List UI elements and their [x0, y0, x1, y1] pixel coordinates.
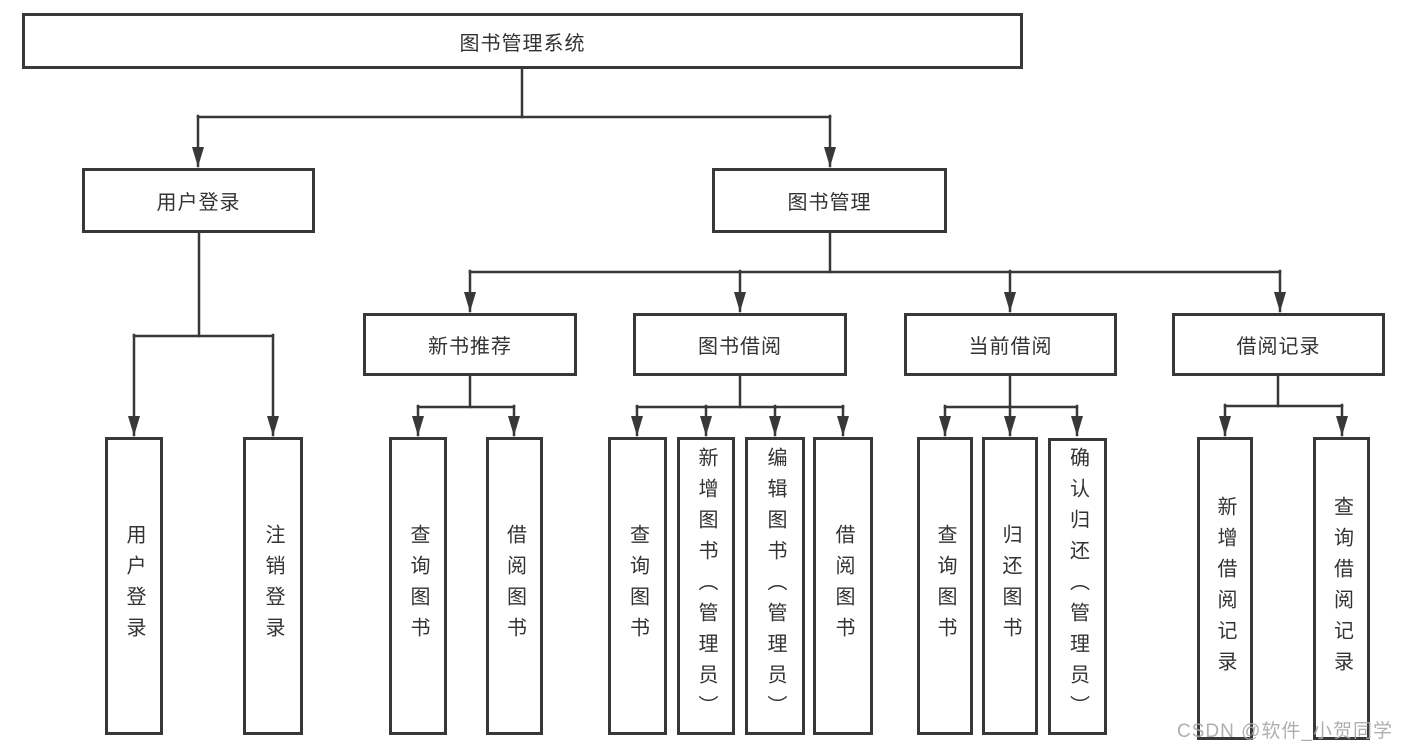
- leaf-query-books-borrowing: 查询图书: [608, 437, 667, 735]
- leaf-query-borrow-record: 查询借阅记录: [1313, 437, 1370, 740]
- leaf-add-borrow-record: 新增借阅记录: [1197, 437, 1253, 740]
- node-book-management: 图书管理: [712, 168, 947, 233]
- node-user-login: 用户登录: [82, 168, 315, 233]
- leaf-confirm-return-admin: 确认归还（管理员）: [1048, 438, 1107, 735]
- node-current-borrowing: 当前借阅: [904, 313, 1117, 376]
- leaf-add-books-admin: 新增图书（管理员）: [677, 437, 735, 735]
- leaf-logout: 注销登录: [243, 437, 303, 735]
- node-new-book-recommend: 新书推荐: [363, 313, 577, 376]
- node-root-library-system: 图书管理系统: [22, 13, 1023, 69]
- leaf-return-books: 归还图书: [982, 437, 1038, 735]
- leaf-query-books-current: 查询图书: [917, 437, 973, 735]
- leaf-borrow-books-borrowing: 借阅图书: [813, 437, 873, 735]
- csdn-watermark: CSDN @软件_小贺同学: [1177, 721, 1393, 742]
- leaf-edit-books-admin: 编辑图书（管理员）: [745, 437, 805, 735]
- node-borrowing-records: 借阅记录: [1172, 313, 1385, 376]
- leaf-borrow-books-recommend: 借阅图书: [486, 437, 543, 735]
- node-book-borrowing: 图书借阅: [633, 313, 847, 376]
- leaf-user-login: 用户登录: [105, 437, 163, 735]
- leaf-query-books-recommend: 查询图书: [389, 437, 447, 735]
